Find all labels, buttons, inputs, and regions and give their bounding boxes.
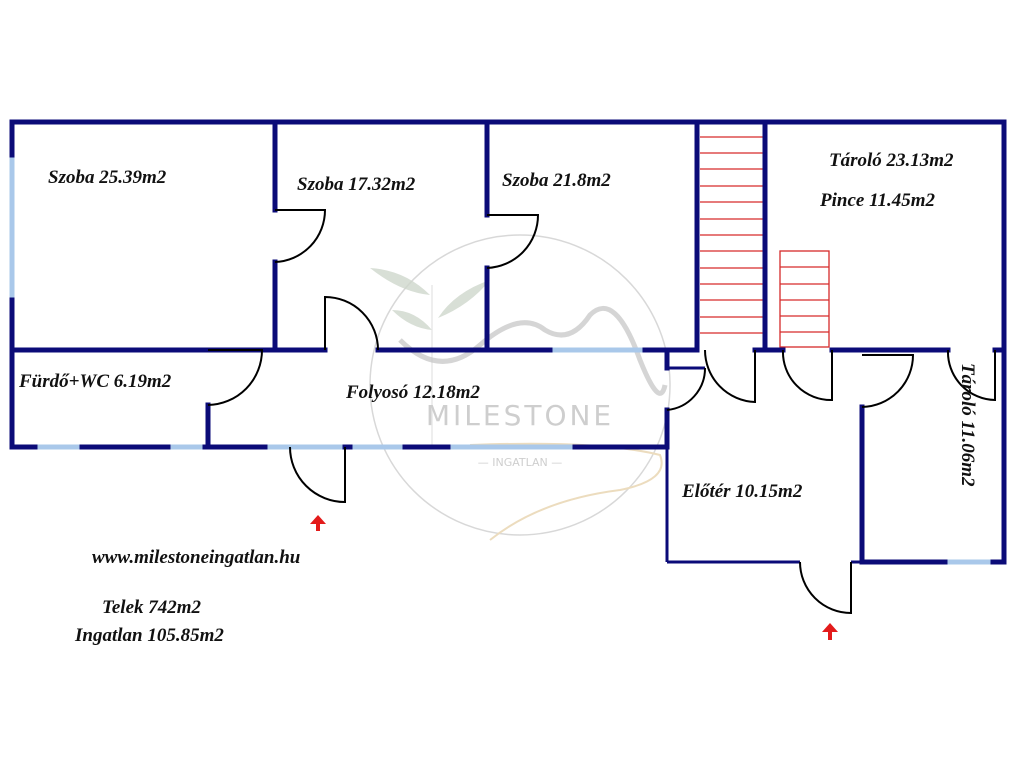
plot-size-text: Telek 742m2 [102, 597, 202, 618]
room-label-szoba-1: Szoba 25.39m2 [48, 167, 167, 188]
entrance-arrow-icon [310, 515, 326, 531]
room-label-furdo: Fürdő+WC 6.19m2 [18, 371, 172, 392]
door-swing [274, 209, 327, 263]
leaf-icon [370, 268, 490, 445]
walls [9, 119, 1007, 565]
entrance-arrow-icon [822, 623, 838, 640]
cellar-staircase [779, 250, 830, 348]
watermark-brand: MILESTONE [426, 399, 614, 432]
door-swing [324, 295, 379, 351]
door-swing [486, 214, 540, 269]
watermark-sub: — INGATLAN — [478, 456, 563, 469]
door-swing [946, 349, 996, 402]
door-swing [781, 349, 833, 402]
door-swing [861, 354, 915, 408]
room-label-pince: Pince 11.45m2 [819, 190, 936, 211]
watermark-swoosh [469, 442, 663, 541]
room-label-eloter: Előtér 10.15m2 [681, 481, 803, 502]
property-size-text: Ingatlan 105.85m2 [74, 625, 224, 646]
door-swing [704, 349, 756, 404]
room-label-folyoso: Folyosó 12.18m2 [345, 382, 481, 403]
main-staircase [700, 136, 763, 334]
room-label-tarolo-2: Tároló 11.06m2 [957, 363, 978, 487]
watermark-mountain [398, 306, 668, 396]
door-swing [666, 367, 707, 411]
room-label-szoba-3: Szoba 21.8m2 [502, 170, 611, 191]
doors [207, 209, 996, 615]
door-swing [799, 561, 852, 615]
website-text: www.milestoneingatlan.hu [92, 547, 300, 568]
door-swing [207, 349, 264, 406]
door-swing [289, 446, 346, 504]
room-label-szoba-2: Szoba 17.32m2 [297, 174, 416, 195]
watermark-circle [369, 234, 671, 536]
windows [9, 155, 993, 565]
room-label-tarolo-1: Tároló 23.13m2 [829, 150, 954, 171]
watermark: MILESTONE — INGATLAN — [369, 234, 671, 541]
